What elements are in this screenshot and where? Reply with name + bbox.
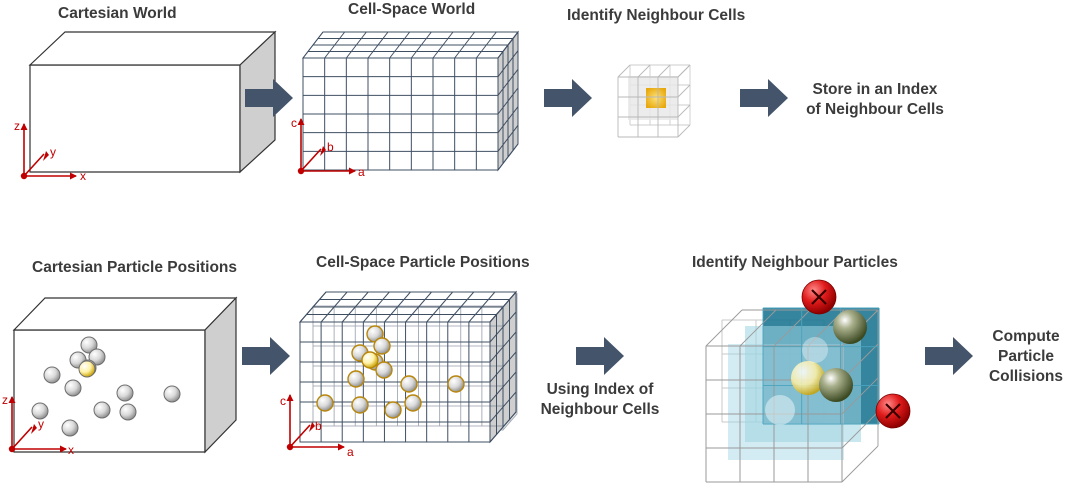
axes-indicators <box>8 118 356 453</box>
label-store-index: Store in an Index of Neighbour Cells <box>790 80 960 120</box>
label-cartesian-world: Cartesian World <box>58 5 177 22</box>
label-compute-line1: Compute <box>992 328 1060 345</box>
neighbour-particle-cube <box>705 279 911 483</box>
label-compute-collisions: Compute Particle Collisions <box>980 327 1072 387</box>
axis-label-b-top: b <box>327 140 334 154</box>
flow-arrows <box>242 79 973 375</box>
cell-space-particle-grid <box>298 290 518 444</box>
cartesian-world-box <box>28 30 277 174</box>
neighbour-cells-cube <box>617 64 691 138</box>
label-using-line1: Using Index of <box>546 381 654 398</box>
label-identify-neighbour-particles: Identify Neighbour Particles <box>692 254 898 271</box>
axis-label-b-bottom: b <box>315 419 322 433</box>
label-cell-space-world: Cell-Space World <box>348 1 476 18</box>
axis-label-y-top: y <box>50 145 56 159</box>
label-using-line2: Neighbour Cells <box>540 401 660 418</box>
axis-label-c-top: c <box>291 116 297 130</box>
axis-label-z-top: z <box>14 119 20 133</box>
label-compute-line2: Particle <box>997 348 1054 365</box>
cell-space-particles <box>316 325 465 419</box>
label-using-index: Using Index of Neighbour Cells <box>530 380 670 420</box>
label-store-line1: Store in an Index <box>812 81 938 98</box>
axis-label-x-bottom: x <box>68 443 74 457</box>
label-cell-space-particle-positions: Cell-Space Particle Positions <box>316 254 530 271</box>
label-compute-line3: Collisions <box>988 368 1064 385</box>
axis-label-c-bottom: c <box>280 394 286 408</box>
cartesian-particles <box>31 336 181 437</box>
axis-label-z-bottom: z <box>2 393 8 407</box>
cartesian-particle-box <box>12 296 238 454</box>
label-store-line2: of Neighbour Cells <box>806 101 944 118</box>
label-identify-neighbour-cells: Identify Neighbour Cells <box>567 7 746 24</box>
axis-label-a-bottom: a <box>347 445 354 459</box>
axis-label-y-bottom: y <box>38 417 44 431</box>
label-cartesian-particle-positions: Cartesian Particle Positions <box>32 259 238 276</box>
axis-label-x-top: x <box>80 169 86 183</box>
cell-space-world-grid <box>301 30 520 172</box>
axis-label-a-top: a <box>358 165 365 179</box>
